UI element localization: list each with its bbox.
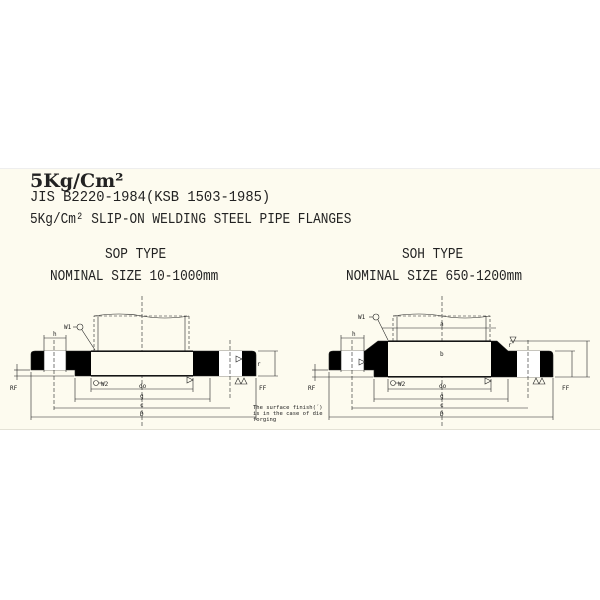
note-line-3: forging	[253, 417, 276, 423]
pressure-heading: 5Kg/Cm²	[30, 170, 124, 192]
sop-drawing	[14, 296, 278, 426]
note-line-2: is in the case of die	[253, 411, 323, 417]
note-line-1: The surface finish(´)	[253, 405, 323, 411]
soh-label-w2: W2	[398, 381, 406, 388]
soh-label-D: D	[440, 411, 444, 418]
soh-nominal-size: NOMINAL SIZE 650-1200mm	[346, 268, 522, 285]
drawing-panel	[0, 168, 600, 430]
label-D: D	[140, 411, 144, 418]
soh-label-r: r	[508, 342, 512, 349]
label-do: do	[139, 383, 147, 390]
soh-label-do: do	[439, 383, 447, 390]
soh-label-a: a	[440, 321, 444, 328]
soh-label-c: c	[440, 402, 444, 409]
soh-label-b: b	[440, 351, 444, 358]
soh-label-rf: RF	[308, 385, 316, 392]
standard-text: JIS B2220-1984(KSB 1503-1985)	[30, 189, 271, 206]
soh-drawing	[312, 296, 590, 426]
label-h: h	[53, 331, 57, 338]
soh-type-title: SOH TYPE	[402, 246, 464, 263]
soh-label-ff: FF	[562, 385, 570, 392]
sop-nominal-size: NOMINAL SIZE 10-1000mm	[50, 268, 219, 285]
label-c: c	[140, 402, 144, 409]
label-rf: RF	[10, 385, 18, 392]
soh-label-h: h	[352, 331, 356, 338]
subtitle: 5Kg/Cm² SLIP-ON WELDING STEEL PIPE FLANG…	[30, 211, 352, 228]
label-ff: FF	[259, 385, 267, 392]
soh-label-g: g	[440, 393, 444, 400]
sop-type-title: SOP TYPE	[105, 246, 167, 263]
label-w1: W1	[64, 324, 72, 331]
label-g: g	[140, 393, 144, 400]
label-r: r	[257, 361, 261, 368]
soh-label-w1: W1	[358, 314, 366, 321]
label-w2: W2	[101, 381, 109, 388]
